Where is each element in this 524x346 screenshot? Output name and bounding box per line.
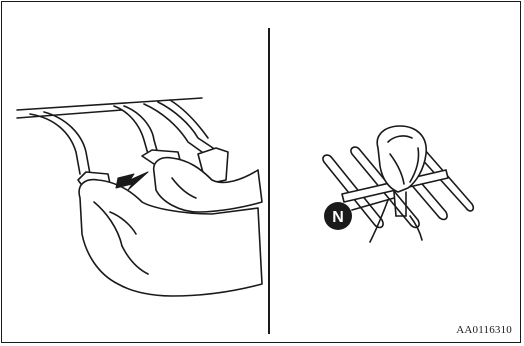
neutral-gear-label: N	[332, 209, 344, 226]
clutch-pedal-arm	[30, 114, 80, 174]
gear-shift-illustration: N	[270, 2, 520, 342]
press-arrow-icon	[116, 172, 148, 190]
figure-code: AA0116310	[456, 324, 512, 336]
clutch-pedal-illustration	[2, 2, 268, 342]
brake-pedal-arm	[114, 106, 148, 154]
floor-line-back	[17, 98, 202, 110]
